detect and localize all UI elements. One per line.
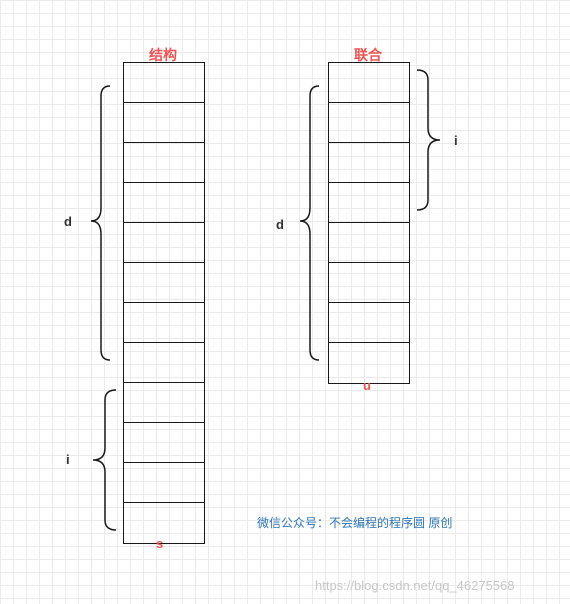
struct-memory-cell bbox=[124, 383, 204, 423]
caption-text: 微信公众号：不会编程的程序圆 原创 bbox=[257, 516, 453, 530]
union-memory-cell bbox=[329, 223, 409, 263]
struct-var-label: s bbox=[156, 536, 164, 551]
union-d-label: d bbox=[276, 217, 284, 232]
struct-memory-cell bbox=[124, 143, 204, 183]
struct-memory-cell bbox=[124, 103, 204, 143]
union-i-label: i bbox=[454, 133, 458, 148]
struct-memory-cell bbox=[124, 423, 204, 463]
struct-memory-cell bbox=[124, 63, 204, 103]
struct-memory-block bbox=[123, 62, 205, 544]
union-memory-block bbox=[328, 62, 410, 384]
union-title: 联合 bbox=[354, 47, 382, 63]
union-memory-cell bbox=[329, 303, 409, 343]
struct-d-brace bbox=[90, 85, 111, 361]
struct-memory-cell bbox=[124, 343, 204, 383]
struct-i-label: i bbox=[66, 452, 70, 467]
union-memory-cell bbox=[329, 103, 409, 143]
union-memory-cell bbox=[329, 343, 409, 383]
union-var-label: u bbox=[363, 378, 371, 393]
struct-title: 结构 bbox=[149, 47, 177, 63]
struct-memory-cell bbox=[124, 463, 204, 503]
struct-memory-cell bbox=[124, 223, 204, 263]
struct-i-brace bbox=[92, 389, 117, 531]
struct-memory-cell bbox=[124, 263, 204, 303]
struct-d-label: d bbox=[64, 214, 72, 229]
watermark: https://blog.csdn.net/qq_46275568 bbox=[315, 578, 515, 593]
union-memory-cell bbox=[329, 63, 409, 103]
union-memory-cell bbox=[329, 263, 409, 303]
struct-memory-cell bbox=[124, 303, 204, 343]
union-d-brace bbox=[299, 85, 320, 361]
union-memory-cell bbox=[329, 183, 409, 223]
union-memory-cell bbox=[329, 143, 409, 183]
struct-memory-cell bbox=[124, 503, 204, 543]
union-i-brace bbox=[416, 69, 441, 211]
struct-memory-cell bbox=[124, 183, 204, 223]
